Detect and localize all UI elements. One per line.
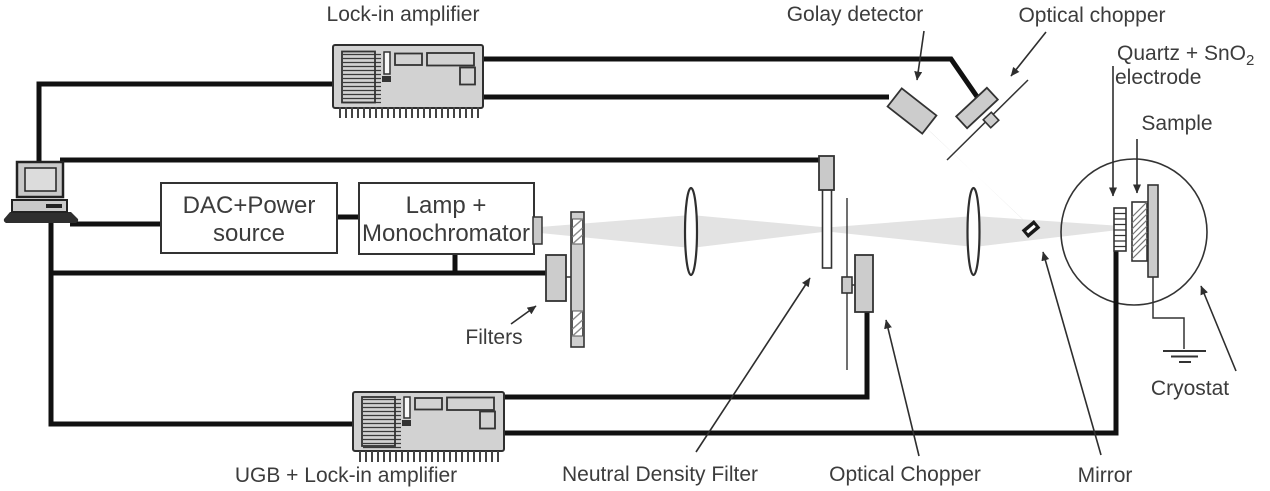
heatsink-fins — [343, 53, 381, 104]
lens-2 — [966, 186, 981, 277]
label-cryostat: Cryostat — [1151, 377, 1229, 400]
golay-arrow — [914, 30, 925, 81]
computer-screen — [24, 167, 57, 192]
cryostat-arrow — [1200, 285, 1237, 372]
dac-power-box — [160, 182, 338, 254]
label-sample: Sample — [1141, 112, 1212, 135]
label-golay-detector: Golay detector — [787, 3, 924, 26]
label-optical-chopper-top: Optical chopper — [1018, 4, 1165, 27]
label-lamp-line2: Monochromator — [362, 220, 530, 247]
chopper-motor — [854, 254, 874, 313]
ugb-lockin-amplifier-device — [352, 391, 505, 462]
nd-filter-holder — [818, 155, 835, 191]
electrode-rungs — [1114, 212, 1126, 248]
cable-lockin-to-chopper-top — [482, 56, 983, 103]
nd-filter-bar — [821, 187, 833, 269]
label-dac-line2: source — [213, 220, 285, 247]
label-neutral-density-filter: Neutral Density Filter — [562, 463, 758, 486]
optical-chopper-top-hub — [982, 111, 1000, 129]
ground-symbol — [1152, 277, 1206, 363]
filters-arrow — [510, 305, 537, 325]
golay-detector-device — [886, 87, 938, 135]
sample-element — [1131, 201, 1148, 262]
cryostat-contents — [1113, 184, 1159, 278]
label-filters: Filters — [465, 326, 522, 349]
device-pins — [339, 107, 479, 118]
label-ugb-lockin: UGB + Lock-in amplifier — [235, 464, 457, 487]
neutral-density-filter-assembly — [818, 155, 835, 269]
cryostat-circle — [1060, 158, 1208, 306]
label-optical-chopper-bottom: Optical Chopper — [829, 463, 981, 486]
heatsink-fins — [363, 398, 401, 449]
chopper-bottom-arrow — [884, 319, 920, 457]
computer-base — [3, 212, 79, 224]
optical-chopper-mid-assembly — [841, 198, 874, 370]
nd-filter-arrow — [695, 277, 811, 453]
computer-unit — [11, 199, 68, 213]
chopper-top-arrow — [1010, 31, 1047, 77]
label-mirror: Mirror — [1078, 464, 1133, 487]
mirror-arrow — [1041, 251, 1102, 456]
cable-computer-to-lockin — [36, 81, 334, 163]
lens-1 — [683, 186, 699, 277]
label-lamp-line1: Lamp + — [406, 192, 487, 219]
cable-computer-down-to-ugb — [48, 218, 353, 427]
label-lockin-amplifier: Lock-in amplifier — [327, 3, 480, 26]
heatsink-block — [361, 396, 396, 447]
mirror-element — [1021, 220, 1041, 238]
filters-assembly — [545, 211, 585, 348]
lockin-amplifier-device — [332, 44, 484, 118]
chopper-hub — [841, 276, 853, 294]
optical-chopper-top-device — [954, 86, 1000, 130]
computer-icon — [3, 160, 79, 224]
computer-floppy-slot — [46, 204, 62, 208]
label-quartz-electrode-line2: electrode — [1115, 66, 1201, 89]
sample-hatch — [1131, 201, 1148, 260]
cable-ugb-to-chopper — [504, 312, 870, 400]
label-quartz-electrode-line1: Quartz + SnO2 — [1117, 42, 1254, 69]
device-pins — [359, 451, 499, 462]
sample-holder — [1147, 184, 1159, 278]
filter-holder — [545, 254, 567, 302]
label-dac-line1: DAC+Power — [183, 192, 316, 219]
annotation-arrows — [510, 30, 1237, 457]
monochromator-output-port — [532, 216, 543, 245]
lamp-monochromator-box — [358, 182, 535, 255]
heatsink-block — [341, 50, 376, 104]
